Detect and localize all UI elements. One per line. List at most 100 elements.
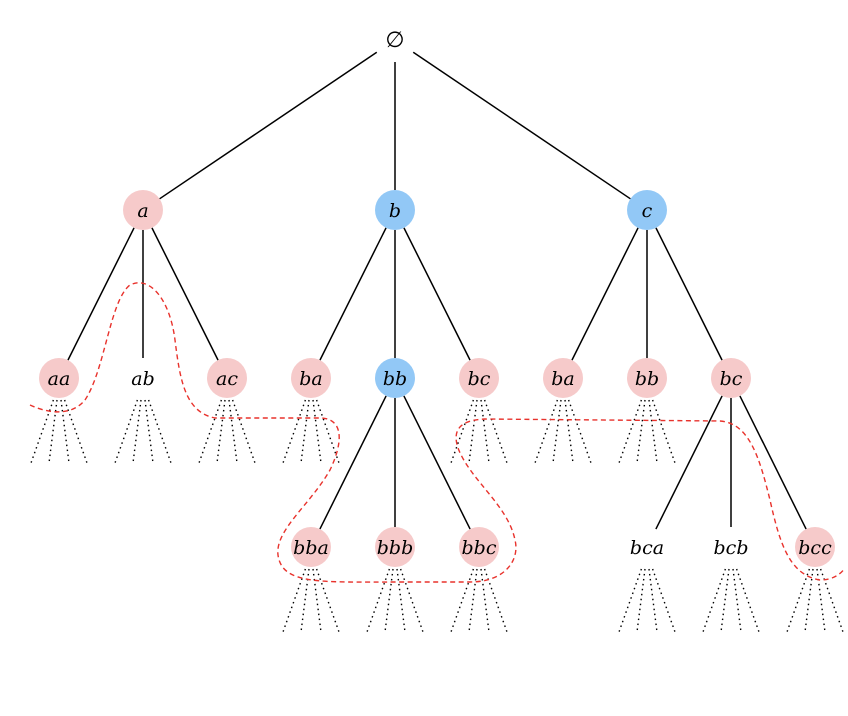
truncated-subtree-bcb (702, 568, 760, 633)
node-circle-pink (711, 358, 751, 398)
dotted-branch (648, 568, 658, 633)
node-b: b (375, 190, 415, 230)
dotted-branch (618, 399, 643, 464)
node-circle-pink (543, 358, 583, 398)
dotted-branch (228, 399, 238, 464)
truncated-subtree-bcc (786, 568, 844, 633)
dotted-branch (366, 568, 391, 633)
edge-root-a (159, 51, 378, 200)
dotted-branch (144, 399, 154, 464)
dotted-branch (312, 568, 322, 633)
dotted-branch (720, 568, 730, 633)
truncated-subtree-ba (282, 399, 340, 464)
truncated-subtrees-layer (30, 399, 844, 633)
node-label: bcb (714, 537, 749, 559)
node-circle-pink (207, 358, 247, 398)
node-circle-pink (291, 527, 331, 567)
truncated-subtree-bbc (450, 568, 508, 633)
node-bc: bc (459, 358, 499, 398)
node-ab: ab (131, 368, 155, 390)
node-label: bbc (462, 537, 497, 559)
node-cbc: bc (711, 358, 751, 398)
node-circle-pink (291, 358, 331, 398)
node-c: c (627, 190, 667, 230)
dotted-branch (147, 399, 172, 464)
dotted-branch (450, 399, 475, 464)
node-label: bc (468, 368, 491, 390)
dotted-branch (786, 568, 811, 633)
node-cba: ba (543, 358, 583, 398)
truncated-subtree-bc (450, 399, 508, 464)
dotted-branch (816, 568, 826, 633)
node-label: bca (630, 537, 664, 559)
node-circle-pink (459, 527, 499, 567)
node-label: bc (720, 368, 743, 390)
node-circle-blue (375, 358, 415, 398)
dotted-branch (300, 399, 310, 464)
edge-bb-bba (319, 395, 387, 530)
node-bcc: bcc (795, 527, 835, 567)
dotted-branch (483, 568, 508, 633)
dotted-branch (564, 399, 574, 464)
dotted-branch (114, 399, 139, 464)
dotted-branch (315, 399, 340, 464)
node-circle-blue (375, 190, 415, 230)
dotted-branch (396, 568, 406, 633)
edge-a-ac (151, 227, 219, 361)
dotted-branch (60, 399, 70, 464)
node-circle-pink (375, 527, 415, 567)
edge-bb-bbc (403, 395, 471, 530)
dotted-branch (702, 568, 727, 633)
dotted-branch (282, 399, 307, 464)
node-root: ∅ (385, 28, 404, 53)
node-label: b (389, 200, 401, 222)
node-bba: bba (291, 527, 331, 567)
dotted-branch (636, 568, 646, 633)
node-label: a (137, 200, 148, 222)
truncated-subtree-ab (114, 399, 172, 464)
dotted-branch (48, 399, 58, 464)
node-a: a (123, 190, 163, 230)
truncated-subtree-bba (282, 568, 340, 633)
dotted-branch (480, 568, 490, 633)
dotted-branch (198, 399, 223, 464)
dotted-branch (735, 568, 760, 633)
edge-cbc-bca (655, 395, 723, 530)
dotted-branch (231, 399, 256, 464)
dotted-branch (636, 399, 646, 464)
dotted-branch (216, 399, 226, 464)
edges-layer (67, 51, 807, 530)
dotted-branch (132, 399, 142, 464)
node-bca: bca (630, 537, 664, 559)
dotted-branch (312, 399, 322, 464)
node-circle-pink (795, 527, 835, 567)
truncated-subtree-cba (534, 399, 592, 464)
dotted-branch (384, 568, 394, 633)
truncated-subtree-aa (30, 399, 88, 464)
dotted-branch (315, 568, 340, 633)
node-cbb: bb (627, 358, 667, 398)
truncated-subtree-bbb (366, 568, 424, 633)
node-label: aa (48, 368, 71, 390)
dotted-branch (450, 568, 475, 633)
node-label: ba (299, 368, 323, 390)
dotted-branch (651, 568, 676, 633)
node-ba: ba (291, 358, 331, 398)
node-label: bbb (377, 537, 414, 559)
edge-b-ba (319, 227, 387, 361)
frontier-curve-left (29, 282, 846, 583)
node-bbb: bbb (375, 527, 415, 567)
node-circle-pink (459, 358, 499, 398)
node-label: bcc (798, 537, 832, 559)
node-circle-pink (123, 190, 163, 230)
dotted-branch (648, 399, 658, 464)
dotted-branch (483, 399, 508, 464)
node-circle-pink (627, 358, 667, 398)
dotted-branch (480, 399, 490, 464)
truncated-subtree-cbb (618, 399, 676, 464)
node-circle-pink (39, 358, 79, 398)
node-bbc: bbc (459, 527, 499, 567)
edge-cbc-bcc (739, 395, 807, 530)
